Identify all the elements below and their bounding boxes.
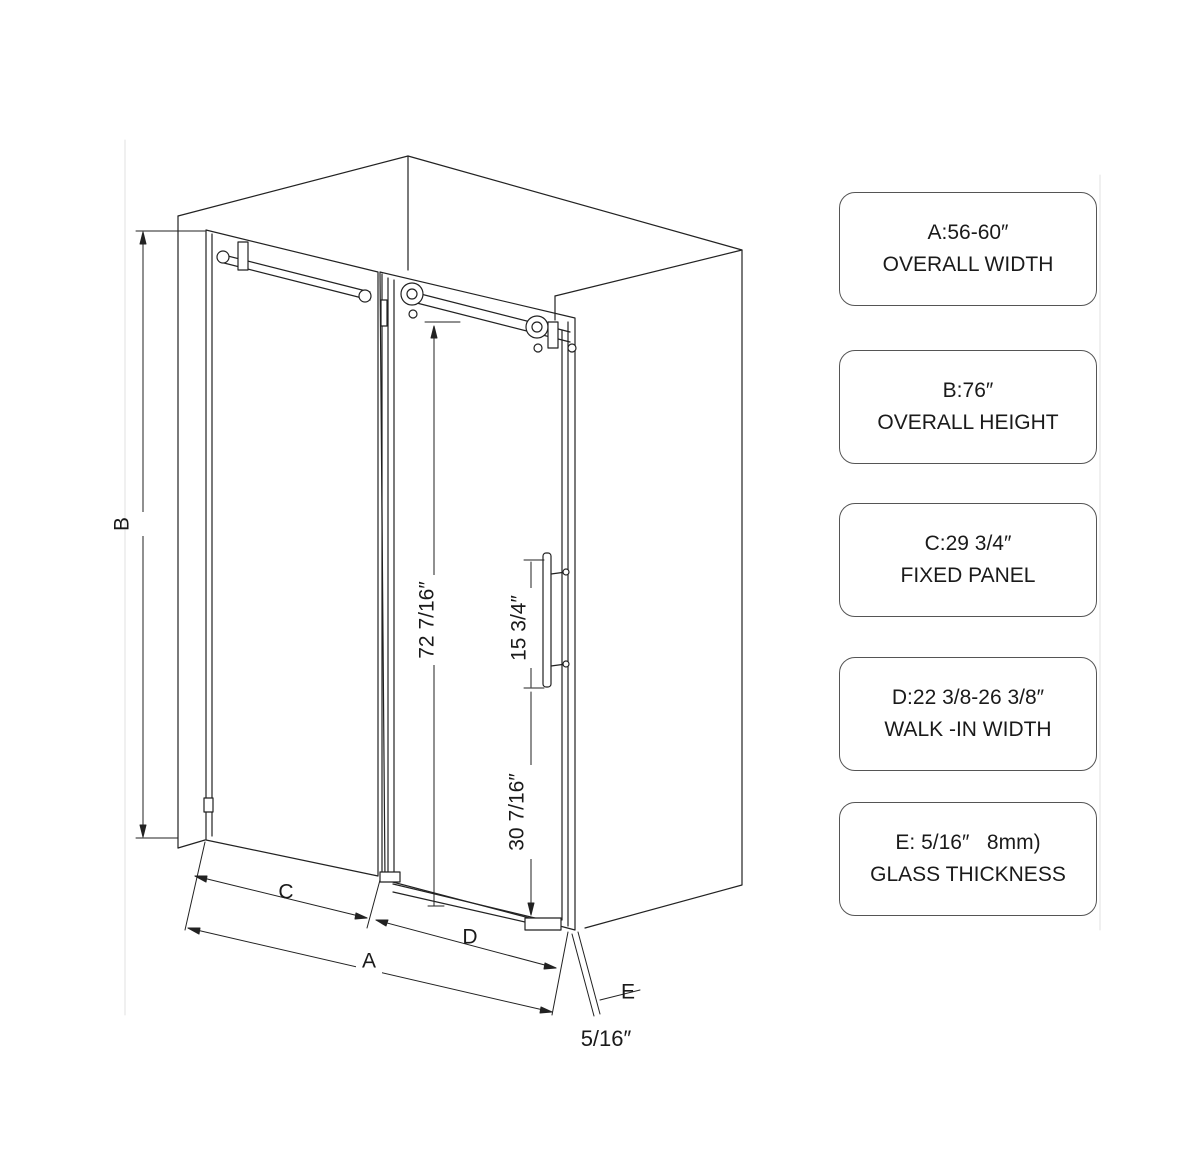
door-handle [542,552,570,688]
sheet-border [124,139,1101,1016]
dimension-e [571,931,641,1017]
label-glass-gap: 5/16″ [581,1026,632,1051]
hinge-clip-icon [203,797,214,813]
sliding-door [379,271,576,931]
roller-left-icon [400,282,424,306]
label-handle-height: 30 7/16″ [506,773,529,851]
label-c: C [278,881,293,904]
label-b: B [111,517,134,531]
roller-right-icon [525,315,549,339]
label-e: E [621,981,635,1004]
dimension-bottom [184,841,569,1016]
enclosure-walls [177,155,743,929]
label-d: D [462,926,477,949]
top-rail [216,241,577,353]
label-a: A [362,950,376,973]
label-door-height: 72 7/16″ [416,581,439,659]
rail-bracket-left-icon [216,250,230,264]
fixed-panel [203,229,383,879]
label-handle-length: 15 3/4″ [508,595,531,661]
